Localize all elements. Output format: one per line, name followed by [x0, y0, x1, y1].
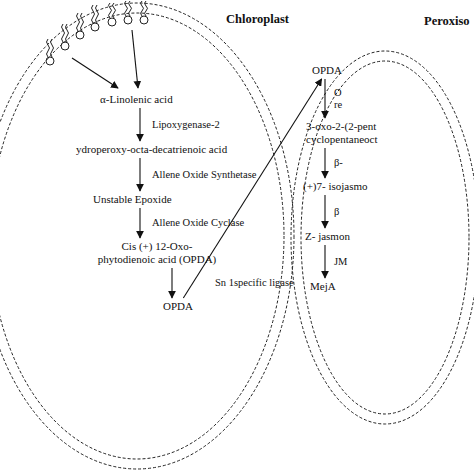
- compound-name: Unstable Epoxide: [93, 193, 172, 206]
- reaction-arrow: [139, 108, 140, 141]
- reaction-arrow: [183, 79, 321, 298]
- enzyme-label: β-: [334, 157, 343, 169]
- enzyme-label: Lipoxygenase-2: [152, 119, 220, 131]
- compartment-oval: Chloroplast α-Linolenic acid ydroperoxy-oc…: [0, 2, 295, 470]
- membrane-line: [0, 13, 284, 459]
- compound-text: Unstable Epoxide: [93, 193, 172, 206]
- compound-text: 3-oxo-2-(2-pent cyclopentaneoct: [306, 120, 377, 146]
- compound-text: OPDA: [312, 64, 342, 77]
- enzyme-label: Allene Oxide Synthetase: [152, 169, 256, 181]
- enzyme-label: Sn 1specific ligase: [215, 277, 294, 289]
- compound-name: OPDA: [312, 64, 342, 77]
- compound-name: Z- jasmon: [305, 230, 350, 243]
- compound-name: ydroperoxy-octa-decatrienoic acid: [76, 143, 227, 156]
- membrane-line: [291, 51, 474, 424]
- compound-text: Cis (+) 12-Oxo- phytodienoic acid (OPDA): [95, 240, 219, 266]
- membrane-line: [0, 3, 294, 469]
- reaction-arrow: [171, 268, 172, 298]
- release-arrow: [132, 30, 138, 88]
- compound-name: MejA: [310, 280, 336, 293]
- enzyme-label: Allene Oxide Cyclase: [152, 217, 244, 229]
- compound-name: 3-oxo-2-(2-pent cyclopentaneoct: [306, 120, 377, 146]
- enzyme-label: O re: [334, 87, 342, 111]
- compound-name: α-Linolenic acid: [100, 93, 173, 106]
- compartment-heading: Peroxiso: [424, 14, 470, 29]
- reaction-arrow: [324, 195, 325, 228]
- enzyme-label: β: [334, 206, 339, 218]
- reaction-arrow: [139, 208, 140, 238]
- compound-text: α-Linolenic acid: [100, 93, 173, 106]
- compound-text: OPDA: [163, 300, 193, 313]
- membrane-line: [301, 61, 469, 414]
- compartment-oval: PeroxisoOPDA3-oxo-2-(2-pent cyclopentane…: [290, 50, 474, 425]
- compartment-outline: [0, 2, 295, 470]
- compound-text: Z- jasmon: [305, 230, 350, 243]
- reaction-arrow: [324, 245, 325, 278]
- compound-text: (+)7- isojasmo: [303, 180, 368, 193]
- reaction-arrow: [139, 158, 140, 191]
- compound-name: Cis (+) 12-Oxo- phytodienoic acid (OPDA): [95, 240, 219, 266]
- compound-text: MejA: [310, 280, 336, 293]
- release-arrow: [72, 58, 118, 88]
- compound-name: (+)7- isojasmo: [303, 180, 368, 193]
- reaction-arrow: [324, 148, 325, 178]
- compound-text: ydroperoxy-octa-decatrienoic acid: [76, 143, 227, 156]
- compound-name: OPDA: [163, 300, 193, 313]
- enzyme-label: JM: [334, 256, 347, 268]
- compartment-heading: Chloroplast: [226, 12, 289, 27]
